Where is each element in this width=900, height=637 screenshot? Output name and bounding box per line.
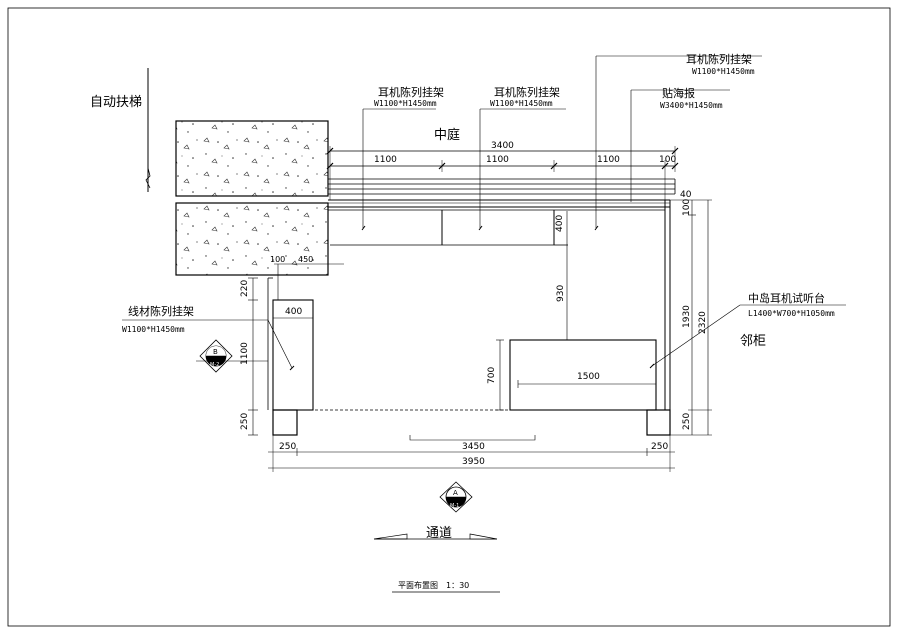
section-a-ref: M-1 bbox=[450, 503, 459, 509]
dim-left-bottom: 250 bbox=[240, 413, 250, 430]
dim-right-bottom: 250 bbox=[682, 413, 692, 430]
concrete-block-upper bbox=[175, 120, 329, 197]
callout-cable-rack-name: 线材陈列挂架 bbox=[128, 304, 194, 318]
callout-rack-3-name: 耳机陈列挂架 bbox=[686, 52, 752, 66]
neighbor-counter-label: 邻柜 bbox=[740, 334, 766, 349]
headphone-racks bbox=[330, 210, 568, 246]
right-dimensions bbox=[670, 199, 712, 436]
callout-island-name: 中岛耳机试听台 bbox=[748, 291, 825, 305]
top-dimensions bbox=[326, 146, 679, 200]
dim-cable-depth: 400 bbox=[285, 307, 302, 317]
dim-right-total: 2320 bbox=[698, 311, 708, 334]
concrete-block-lower bbox=[175, 202, 329, 276]
section-mark-b bbox=[196, 339, 268, 373]
shop-floor bbox=[272, 409, 671, 441]
dim-right-sub: 1930 bbox=[682, 305, 692, 328]
section-b-letter: B bbox=[213, 348, 218, 356]
dim-top-seg-4: 100 bbox=[659, 155, 676, 165]
dim-counter-length: 1500 bbox=[577, 372, 600, 382]
callout-cable-rack-spec: W1100*H1450mm bbox=[122, 325, 185, 334]
left-dimensions bbox=[248, 277, 258, 436]
sheet-border bbox=[7, 7, 891, 627]
dim-counter-width: 700 bbox=[487, 367, 497, 384]
passage-arrow bbox=[373, 533, 498, 540]
dim-top-seg-3: 1100 bbox=[597, 155, 620, 165]
wall-band bbox=[328, 199, 671, 410]
section-mark-a bbox=[439, 481, 473, 513]
dim-wall-thickness: 40 bbox=[680, 190, 692, 200]
callout-rack-1-name: 耳机陈列挂架 bbox=[378, 85, 444, 99]
callout-ticks bbox=[289, 225, 655, 371]
dim-top-edge: 100 bbox=[682, 199, 692, 216]
dim-notch-a: 100 bbox=[270, 255, 285, 264]
pier-left bbox=[272, 409, 298, 436]
section-a-letter: A bbox=[453, 489, 458, 497]
dim-left-top: 220 bbox=[240, 280, 250, 297]
dim-aisle-gap: 930 bbox=[556, 285, 566, 302]
callout-poster-spec: W3400*H1450mm bbox=[660, 101, 723, 110]
dim-rack-depth: 400 bbox=[555, 215, 565, 232]
dim-top-seg-1: 1100 bbox=[374, 155, 397, 165]
dim-bottom-total: 3950 bbox=[462, 457, 485, 467]
dim-top-total: 3400 bbox=[491, 141, 514, 151]
callout-rack-1-spec: W1100*H1450mm bbox=[374, 99, 437, 108]
callout-poster-name: 贴海报 bbox=[662, 86, 695, 100]
callout-rack-2-spec: W1100*H1450mm bbox=[490, 99, 553, 108]
cable-rack bbox=[267, 263, 344, 411]
dim-top-seg-2: 1100 bbox=[486, 155, 509, 165]
dim-bottom-right: 250 bbox=[651, 442, 668, 452]
plan-title: 平面布置图 1：30 bbox=[398, 580, 469, 590]
section-b-ref: M-2 bbox=[210, 362, 219, 368]
callout-island-spec: L1400*W700*H1050mm bbox=[748, 309, 835, 318]
atrium-label: 中庭 bbox=[434, 127, 460, 143]
dim-bottom-mid: 3450 bbox=[462, 442, 485, 452]
escalator-zone: 自动扶梯 bbox=[90, 68, 151, 192]
pier-right bbox=[646, 409, 671, 436]
bottom-dimensions bbox=[268, 435, 675, 472]
passage-label: 通道 bbox=[426, 526, 452, 541]
dim-notch-b: 450 bbox=[298, 255, 313, 264]
callout-leaders bbox=[122, 55, 846, 369]
atrium-railing bbox=[328, 178, 676, 195]
dim-left-mid: 1100 bbox=[240, 342, 250, 365]
callout-rack-2-name: 耳机陈列挂架 bbox=[494, 85, 560, 99]
callout-rack-3-spec: W1100*H1450mm bbox=[692, 67, 755, 76]
dim-bottom-left: 250 bbox=[279, 442, 296, 452]
escalator-label: 自动扶梯 bbox=[90, 95, 142, 110]
